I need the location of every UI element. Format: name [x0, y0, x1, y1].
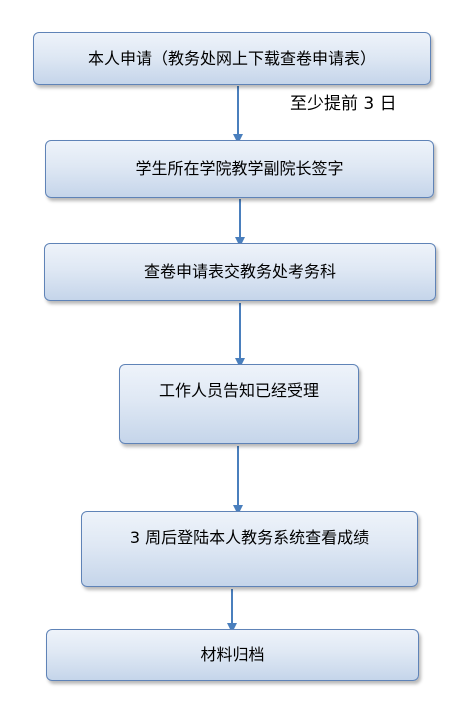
step-submit-form: 查卷申请表交教务处考务科 [44, 243, 436, 301]
step-check-grades-label: 3 周后登陆本人教务系统查看成绩 [129, 528, 370, 547]
step-accepted: 工作人员告知已经受理 [119, 364, 359, 444]
step-apply-label: 本人申请（教务处网上下载查卷申请表） [87, 48, 376, 68]
step-dean-signature: 学生所在学院教学副院长签字 [45, 140, 434, 198]
step-apply: 本人申请（教务处网上下载查卷申请表） [33, 32, 431, 85]
step-submit-form-label: 查卷申请表交教务处考务科 [143, 262, 336, 281]
advance-notice-text: 至少提前 3 日 [290, 94, 397, 114]
step-accepted-label: 工作人员告知已经受理 [158, 381, 319, 400]
step-dean-signature-label: 学生所在学院教学副院长签字 [135, 159, 344, 178]
step-archive-label: 材料归档 [200, 645, 265, 664]
step-archive: 材料归档 [46, 629, 419, 681]
advance-notice-note: 至少提前 3 日 [290, 89, 397, 114]
step-check-grades: 3 周后登陆本人教务系统查看成绩 [81, 511, 418, 587]
